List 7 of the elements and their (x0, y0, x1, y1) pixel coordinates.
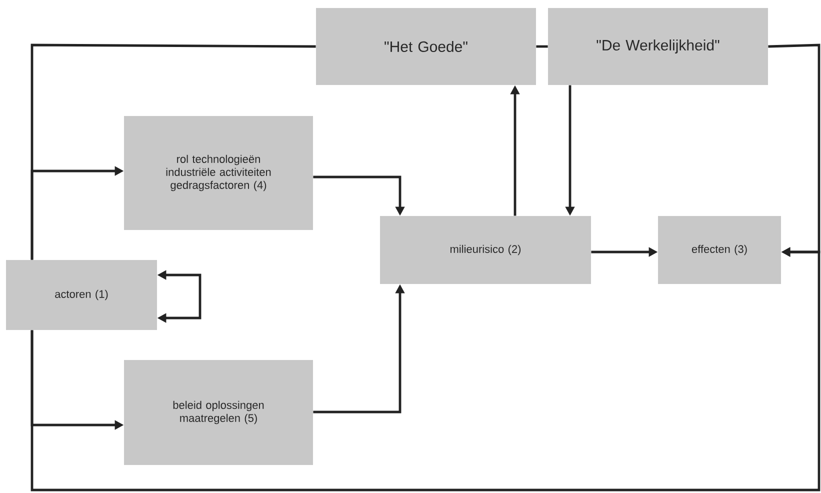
process-box: actoren (1) (6, 260, 157, 330)
process-box: rol technologieën industriële activiteiten gedragsfactoren (4) (124, 116, 313, 230)
process-box: beleid oplossingen maatregelen (5) (124, 360, 313, 465)
process-box: effecten (3) (658, 216, 781, 284)
process-box: milieurisico (2) (380, 216, 591, 284)
process-box: "Het Goede" (316, 8, 536, 85)
process-box: "De Werkelijkheid" (548, 8, 768, 85)
